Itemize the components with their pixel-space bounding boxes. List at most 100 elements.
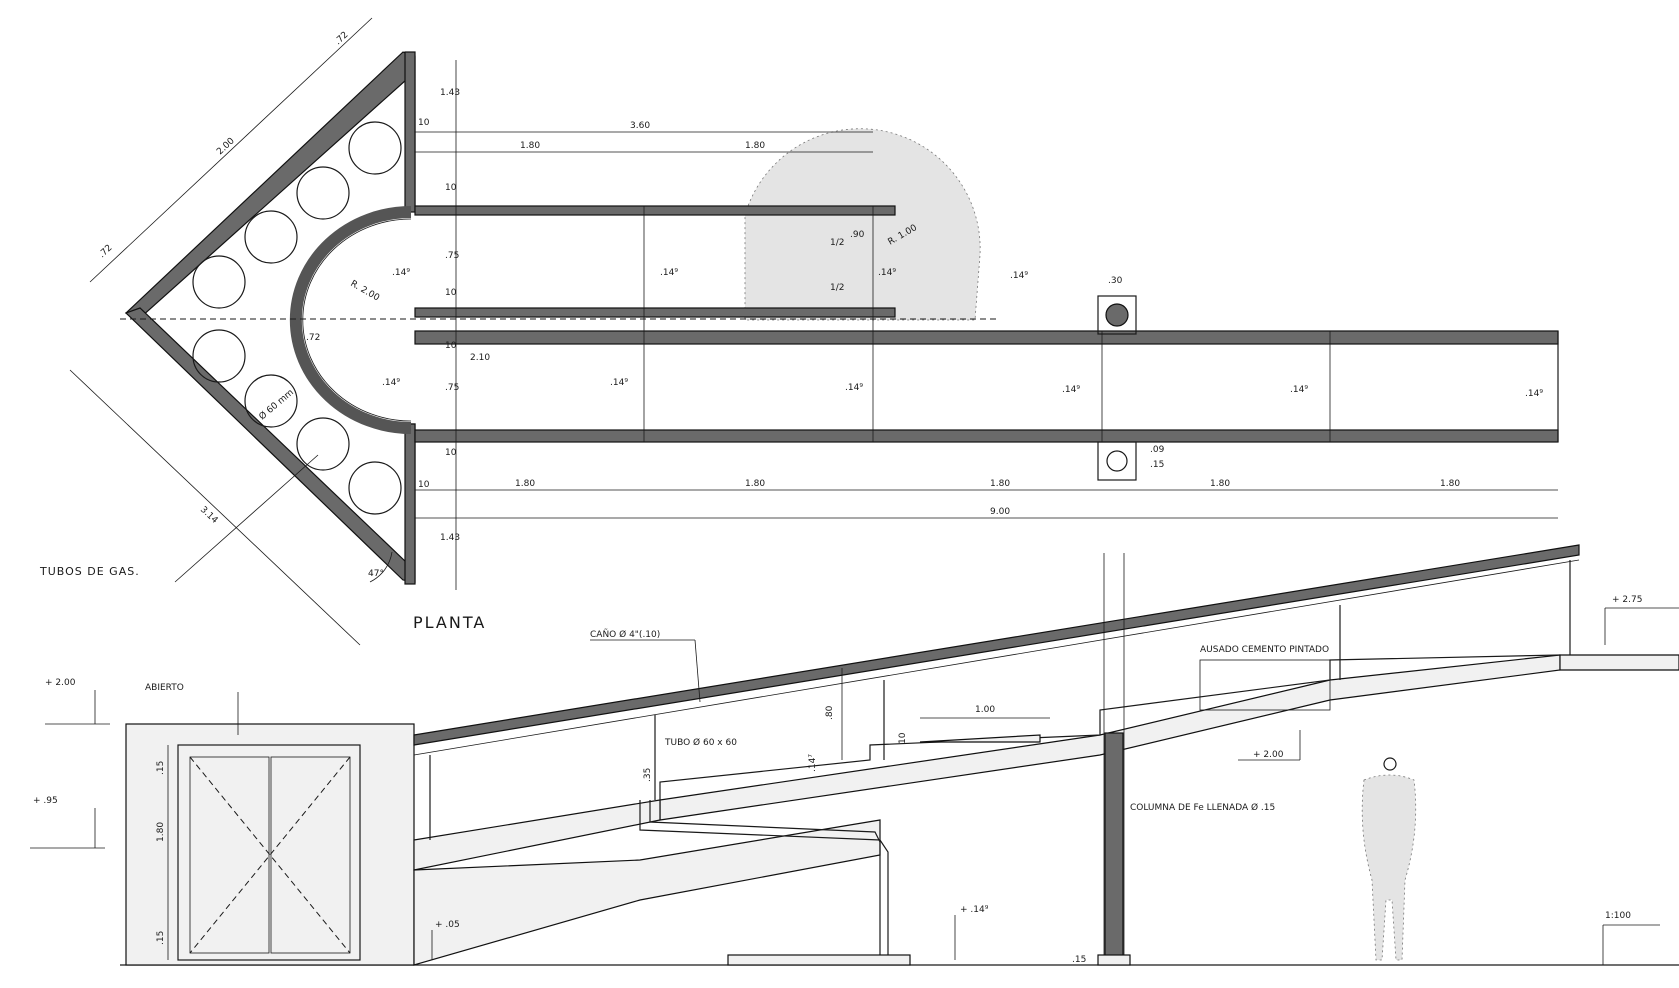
gas-tube [296,417,350,471]
curved-wall-inner [302,218,412,422]
plan-title: PLANTA [413,613,486,632]
column-base [1097,954,1131,966]
dim-10-a: 10 [418,118,430,128]
column-top [1105,303,1129,327]
level-markers [30,607,1679,965]
steel-column [1104,732,1124,959]
door-leaf-left [189,756,270,954]
total-900: 9.00 [990,507,1010,517]
bay-180-3: 1.80 [990,479,1010,489]
level-200-left: + 2.00 [45,678,76,688]
door-cross-2 [189,756,351,954]
gas-tube [348,461,402,515]
upper-landing [1559,654,1679,671]
bay-lines [643,206,1331,442]
entry-block [125,723,415,966]
gas-pipe [639,800,889,955]
dim-200: 2.00 [215,136,237,157]
gas-tube [296,166,350,220]
door-frame [177,744,361,961]
gas-tube [348,121,402,175]
bay-180-1: 1.80 [515,479,535,489]
gas-tube [244,210,298,264]
planter-area [744,128,981,321]
dim-10-c: 10 [445,288,457,298]
level-05: + .05 [435,920,460,930]
dim-314: 3.14 [198,505,220,526]
dim-75-b: .75 [445,383,459,393]
figure-head [1383,757,1397,771]
column-pad-top [1097,295,1137,335]
column-label: COLUMNA DE Fe LLENADA Ø .15 [1130,802,1275,813]
section-view: CAÑO Ø 4"(.10) AUSADO CEMENTO PINTADO TU… [30,544,1679,966]
level-149-4: .14⁹ [392,268,410,278]
column-pad-bottom [1097,441,1137,481]
base-block [727,954,911,966]
dim-line-diag-bottom [69,369,361,646]
angle-arc [369,551,393,583]
dim-80: .80 [825,705,835,720]
level-149-5: .14⁹ [382,378,400,388]
dim-half-1: 1/2 [830,238,844,248]
scale-1000: 1:100 [1605,911,1631,921]
human-figure [1361,757,1417,961]
dim-90: .90 [850,230,865,240]
dim-15-plan: .15 [1150,460,1164,470]
level-149-10: .14⁹ [1525,389,1543,399]
dim-10-f: 10 [418,480,430,490]
level-149-1: .14⁹ [660,268,678,278]
dim-09: .09 [1150,445,1165,455]
plan-view: PLANTA TUBOS DE GAS. .72 2.00 .72 3.14 1… [39,17,1559,646]
dim-15-door-top: .15 [156,761,166,775]
bay-180-5: 1.80 [1440,479,1460,489]
level-149-6: .14⁹ [610,378,628,388]
level-95: + .95 [33,796,58,806]
level-149-9: .14⁹ [1290,385,1308,395]
dim-15-column: .15 [1072,955,1086,965]
dim-72-inner: .72 [306,333,320,343]
dim-r200: R. 2.00 [349,279,382,304]
plan-wall-1 [414,205,896,216]
dim-72-top: .72 [333,30,350,47]
figure-body [1361,774,1417,961]
dim-147: .14⁷ [808,754,818,772]
gas-pipe-inner [649,800,881,955]
door-cross-1 [189,756,351,954]
dim-143-top: 1.43 [440,88,460,98]
dim-60mm: Ø 60 mm [257,387,296,422]
dim-15-door-bottom: .15 [156,931,166,945]
dim-10-section: 10 [898,732,908,744]
dim-360: 3.60 [630,121,650,131]
wedge [919,734,1041,743]
gas-tubes-label: TUBOS DE GAS. [39,565,140,578]
dim-75-a: .75 [445,251,459,261]
arrow-back-wall-bottom [404,423,416,585]
roof-slab [413,544,1580,746]
pipe-leader [694,639,701,703]
plan-wall-2 [414,307,896,318]
level-275: + 2.75 [1612,595,1642,605]
plaster-label: AUSADO CEMENTO PINTADO [1200,645,1329,655]
dim-30: .30 [1108,276,1123,286]
column-bottom [1106,450,1128,472]
level-149-8: .14⁹ [1062,385,1080,395]
dim-210: 2.10 [470,353,490,363]
dim-72-left: .72 [97,243,114,260]
dim-line-diag-top [89,17,373,283]
door-leaf-right [270,756,351,954]
dim-10-e: 10 [445,448,457,458]
dim-180-section: 1.80 [156,822,166,842]
dim-10-d: 10 [445,341,457,351]
dim-35: .35 [643,768,653,782]
dim-10-b: 10 [445,183,457,193]
tube-label: TUBO Ø 60 x 60 [664,737,737,748]
gas-tube [244,374,298,428]
dim-47deg: 47° [368,569,384,579]
gas-tubes [192,121,402,515]
level-149-section: + .14⁹ [960,905,989,915]
level-149-7: .14⁹ [845,383,863,393]
dim-100: 1.00 [975,705,995,715]
arrow-back-wall-top [404,51,416,213]
level-200-right: + 2.00 [1253,750,1284,760]
